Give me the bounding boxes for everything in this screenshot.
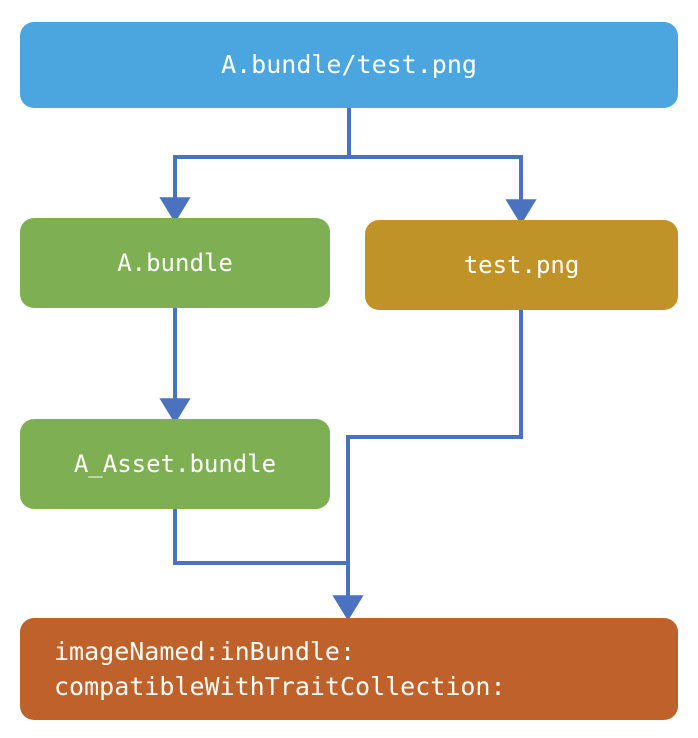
node-test-png[interactable]: test.png (365, 220, 678, 310)
node-a-bundle[interactable]: A.bundle (20, 218, 330, 308)
node-resource-path[interactable]: A.bundle/test.png (20, 22, 678, 108)
node-image-named-api[interactable]: imageNamed:inBundle: compatibleWithTrait… (20, 618, 678, 720)
edge-root-to-bundle (159, 155, 349, 223)
edge-png-to-api (332, 310, 523, 621)
edge-asset-to-api (173, 509, 348, 565)
node-a-asset-bundle[interactable]: A_Asset.bundle (20, 419, 330, 509)
edge-root-to-png (349, 155, 537, 225)
